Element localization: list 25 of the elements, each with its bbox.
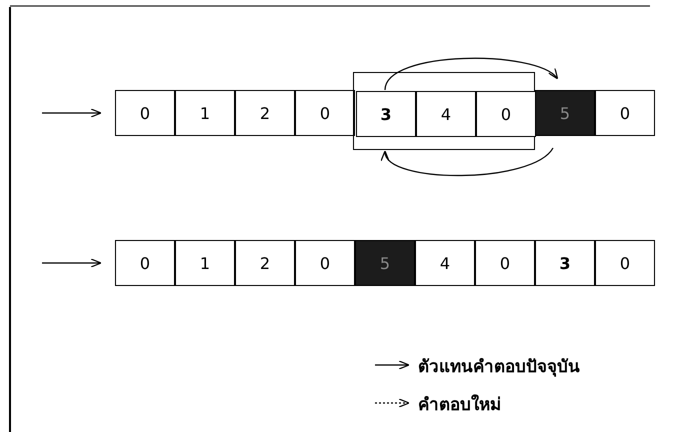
array-cell: 0 [595,90,655,136]
array-cell: 0 [476,91,536,137]
array-cell: 0 [595,240,655,286]
curved-arrow [384,148,554,176]
array-cell: 5 [535,90,595,136]
legend-text: ตัวแทนคำตอบปัจจุบัน [418,356,580,379]
array-cell: 0 [115,90,175,136]
array-cell: 0 [115,240,175,286]
window-frame [353,72,535,150]
array-cell: 1 [175,240,235,286]
arrow [42,258,102,268]
array-cell: 4 [415,240,475,286]
array-cell: 3 [535,240,595,286]
array-cell: 2 [235,90,295,136]
array-cell: 4 [416,91,476,137]
array-cell: 0 [295,90,355,136]
array-cell: 3 [356,91,416,137]
array-cell: 0 [295,240,355,286]
array-cell: 2 [235,240,295,286]
array-cell: 0 [475,240,535,286]
array-cell: 5 [355,240,415,286]
arrow [42,108,102,118]
curved-arrow [384,58,558,90]
legend-text: คำตอบใหม่ [418,393,501,417]
array-cell: 1 [175,90,235,136]
